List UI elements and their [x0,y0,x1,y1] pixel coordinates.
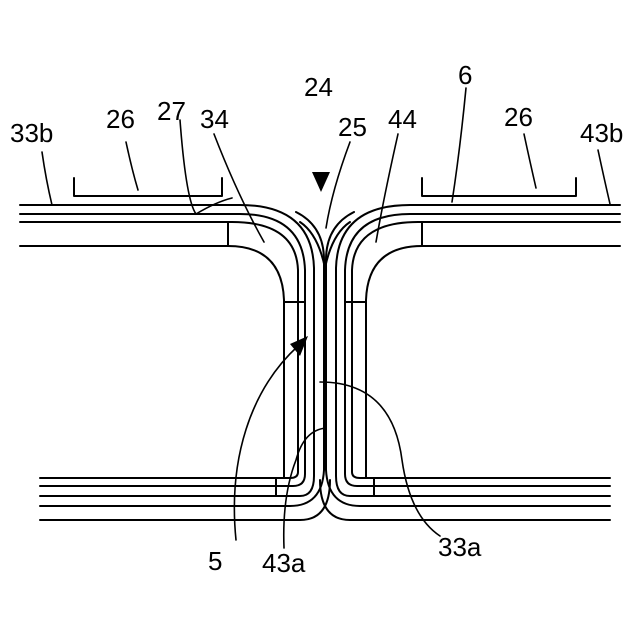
left-core-34 [20,222,305,496]
label-26-left: 26 [106,104,135,134]
right-sheet-layer-3 [352,222,620,478]
leader-25 [326,142,350,228]
leader-27 [180,120,232,214]
arrow-5-shaft [234,346,298,540]
right-core-44 [345,222,620,496]
label-33a: 33a [438,532,482,562]
label-24: 24 [304,72,333,102]
left-sheet-outer [20,205,314,496]
leader-33b [42,152,52,205]
label-34: 34 [200,104,229,134]
left-bottom-fold-outer [40,212,324,506]
label-5: 5 [208,546,222,576]
leader-6 [452,88,466,202]
leader-26-right [524,134,536,188]
left-plate-26 [74,178,222,196]
leader-26-left [126,142,138,190]
right-bottom-sheets [320,212,610,520]
label-43a: 43a [262,548,306,578]
label-6: 6 [458,60,472,90]
label-33b: 33b [10,118,53,148]
right-bottom-fold-outer [326,212,610,506]
right-core-outline [366,246,620,478]
arrow-24 [312,172,330,192]
label-43b: 43b [580,118,623,148]
left-core-outline [20,246,284,478]
label-27: 27 [157,96,186,126]
left-bottom-sheets [40,212,330,520]
left-sheet-layer-3 [20,222,298,478]
arrow-24-head [312,172,330,192]
right-sheet-43 [336,205,620,496]
leader-33a [320,382,440,536]
right-plate-26 [422,178,576,196]
right-sheet-outer [336,205,620,496]
left-sheet-33 [20,205,314,496]
label-44: 44 [388,104,417,134]
leader-43b [598,150,610,204]
label-25: 25 [338,112,367,142]
arrow-5 [234,336,308,540]
label-26-right: 26 [504,102,533,132]
